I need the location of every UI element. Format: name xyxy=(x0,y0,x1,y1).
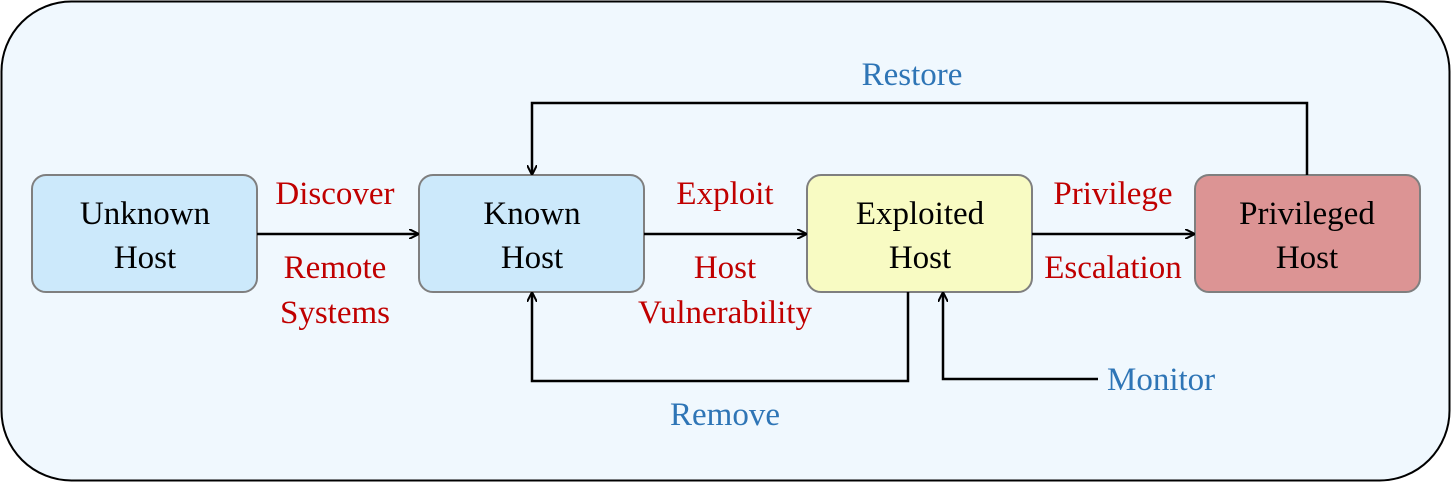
node-known-host-line2: Host xyxy=(501,240,563,276)
label-remote: Remote xyxy=(284,250,387,286)
node-privileged-host-line1: Privileged xyxy=(1239,196,1375,232)
node-known-host: Known Host xyxy=(418,174,645,293)
node-unknown-host-line2: Host xyxy=(114,240,176,276)
node-known-host-line1: Known xyxy=(483,196,580,232)
node-privileged-host-line2: Host xyxy=(1276,240,1338,276)
label-remove: Remove xyxy=(670,397,780,433)
arrow-remove xyxy=(532,292,910,383)
node-unknown-host: Unknown Host xyxy=(31,174,258,293)
label-privilege: Privilege xyxy=(1053,176,1172,212)
node-exploited-host: Exploited Host xyxy=(806,174,1033,293)
label-discover: Discover xyxy=(275,176,394,212)
label-escalation: Escalation xyxy=(1044,250,1181,286)
label-monitor: Monitor xyxy=(1107,362,1215,398)
node-exploited-host-line2: Host xyxy=(889,240,951,276)
label-exploit: Exploit xyxy=(676,176,773,212)
label-host: Host xyxy=(694,250,756,286)
label-restore: Restore xyxy=(862,57,963,93)
node-unknown-host-line1: Unknown xyxy=(80,196,210,232)
arrow-restore xyxy=(532,101,1309,175)
arrow-monitor xyxy=(943,293,1098,381)
node-privileged-host: Privileged Host xyxy=(1194,174,1421,293)
label-systems: Systems xyxy=(280,295,390,331)
label-vulnerability: Vulnerability xyxy=(638,295,812,331)
node-exploited-host-line1: Exploited xyxy=(856,196,985,232)
